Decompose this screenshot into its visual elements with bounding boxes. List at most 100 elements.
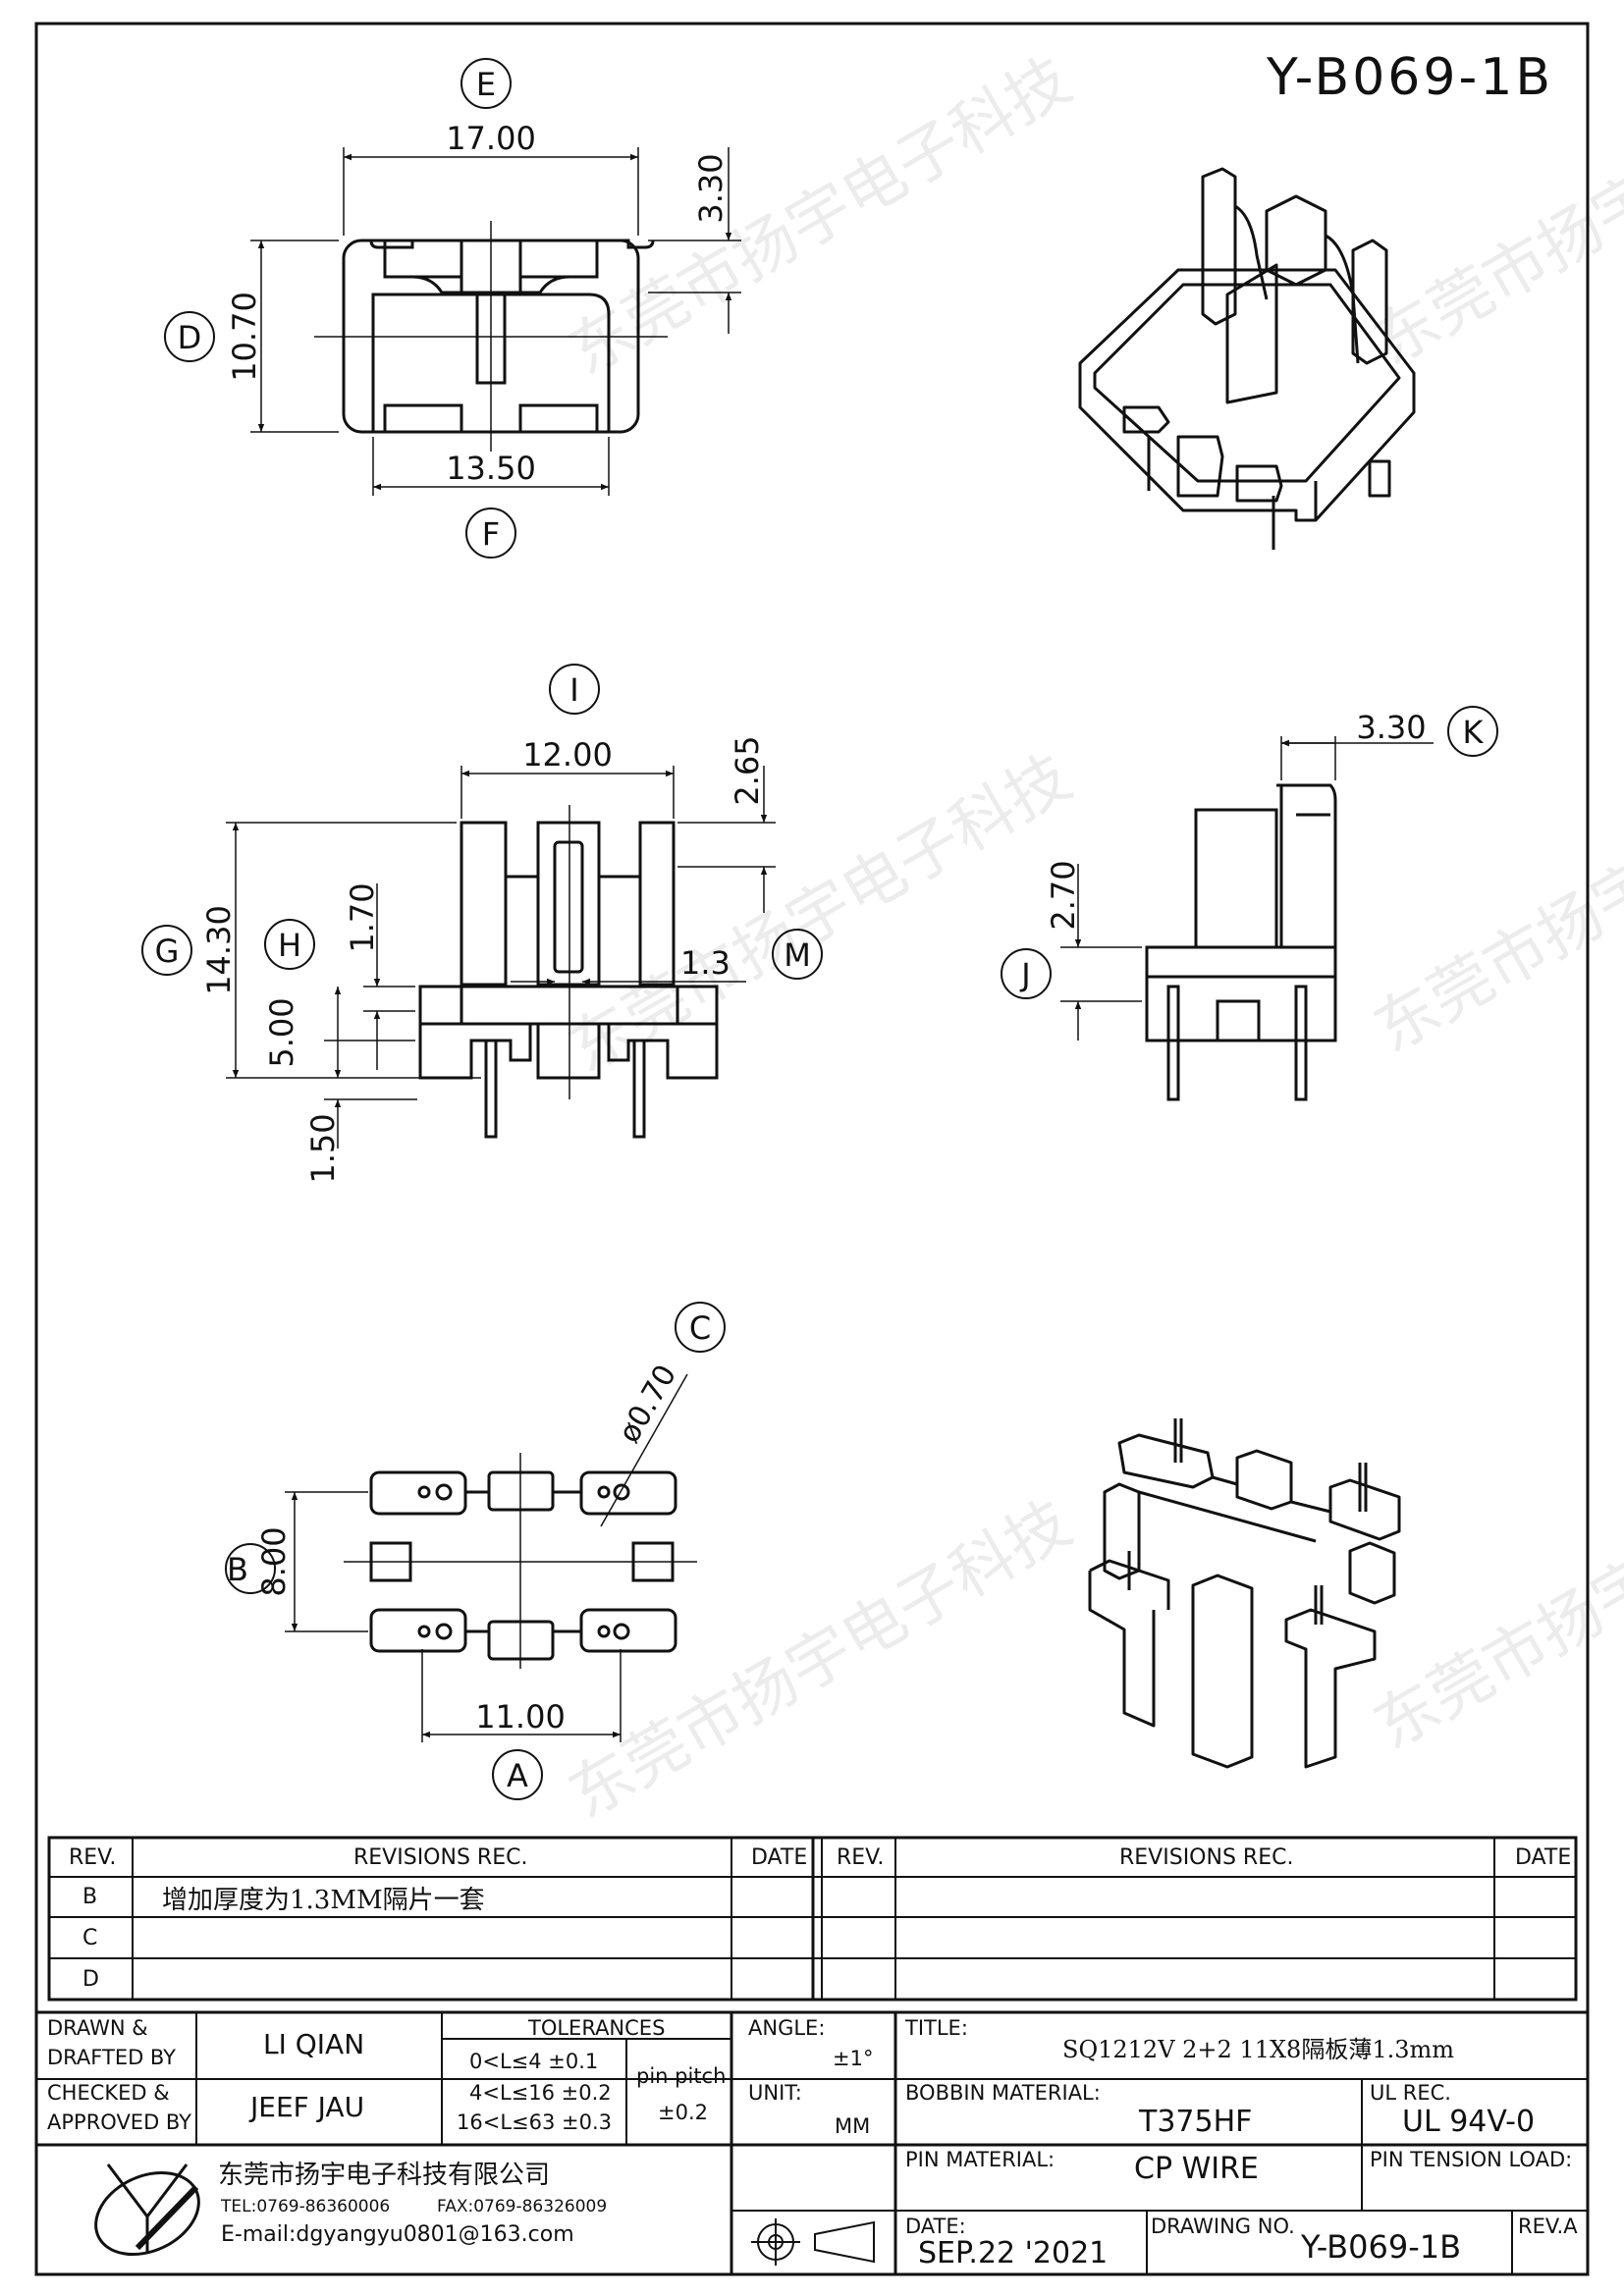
- projection-symbol: [751, 2218, 875, 2266]
- rec-header-right: REVISIONS REC.: [1119, 1845, 1294, 1870]
- pin-material-value: CP WIRE: [1134, 2152, 1259, 2186]
- drawn-by-value: LI QIAN: [263, 2028, 365, 2060]
- drawing-id: Y-B069-1B: [1266, 48, 1553, 107]
- label-f: F: [465, 507, 516, 559]
- dim-front-flange: 2.65: [729, 735, 766, 805]
- svg-text:D: D: [178, 319, 202, 356]
- svg-text:J: J: [1019, 956, 1030, 993]
- angle-label: ANGLE:: [748, 2016, 826, 2040]
- tol-row-2: 4<L≤16 ±0.2: [469, 2081, 612, 2105]
- date-value: SEP.22 '2021: [918, 2236, 1109, 2270]
- sheet-border: [34, 22, 1590, 2276]
- company-email: E-mail:dgyangyu0801@163.com: [221, 2222, 574, 2247]
- rev-header-right: REV.: [837, 1845, 885, 1870]
- approved-label: APPROVED BY: [47, 2110, 192, 2134]
- svg-text:I: I: [569, 671, 578, 709]
- pin-pitch-value: ±0.2: [658, 2101, 708, 2124]
- bottom-view-centerlines: [344, 1453, 697, 1669]
- svg-text:K: K: [1463, 714, 1485, 751]
- dim-side-depth: 3.30: [1356, 709, 1426, 746]
- label-k: K: [1447, 706, 1498, 757]
- tol-row-3: 16<L≤63 ±0.3: [457, 2110, 613, 2134]
- checked-label: CHECKED &: [47, 2081, 170, 2105]
- dim-partition: 1.3: [680, 944, 731, 982]
- ul-label: UL REC.: [1370, 2081, 1451, 2105]
- dim-top-slot: 3.30: [692, 153, 730, 223]
- title-value: SQ1212V 2+2 11X8隔板薄1.3mm: [1062, 2036, 1455, 2063]
- label-m: M: [772, 929, 823, 980]
- unit-value: MM: [835, 2114, 871, 2138]
- label-j: J: [1001, 948, 1052, 999]
- dim-pin-dia: ø0.70: [612, 1360, 683, 1449]
- company-logo: [94, 2163, 200, 2257]
- angle-value: ±1°: [833, 2047, 874, 2070]
- rec-row-b: 增加厚度为1.3MM隔片一套: [162, 1886, 485, 1915]
- revision-table: [47, 1836, 1578, 2002]
- label-i: I: [549, 664, 600, 715]
- rev-row-d: D: [82, 1967, 99, 1992]
- pin-tension-label: PIN TENSION LOAD:: [1370, 2148, 1573, 2171]
- drawn-by-label: DRAWN &: [47, 2016, 148, 2040]
- tolerances-label: TOLERANCES: [528, 2016, 666, 2040]
- svg-text:M: M: [784, 936, 811, 974]
- title-block: [36, 2010, 1588, 2274]
- bobbin-value: T375HF: [1139, 2105, 1253, 2139]
- bottom-view: [369, 1470, 677, 1661]
- drawing-no-value: Y-B069-1B: [1301, 2228, 1462, 2266]
- drawing-no-label: DRAWING NO.: [1151, 2215, 1295, 2238]
- unit-label: UNIT:: [748, 2081, 802, 2105]
- checked-by-value: JEEF JAU: [250, 2091, 365, 2123]
- company-fax: FAX:0769-86326009: [437, 2197, 608, 2216]
- dim-front-base: 5.00: [263, 997, 300, 1067]
- dim-top-height: 10.70: [226, 292, 263, 382]
- label-c: C: [675, 1302, 726, 1353]
- svg-text:G: G: [155, 933, 180, 970]
- svg-text:A: A: [507, 1757, 528, 1794]
- top-view-dims: [250, 147, 741, 496]
- top-view-centerlines: [314, 221, 668, 452]
- front-view: [418, 821, 719, 1139]
- svg-text:B: B: [227, 1551, 248, 1588]
- label-g: G: [141, 925, 192, 976]
- label-h: H: [264, 919, 315, 970]
- dim-top-width: 17.00: [446, 120, 536, 157]
- ul-value: UL 94V-0: [1402, 2105, 1536, 2139]
- bobbin-label: BOBBIN MATERIAL:: [905, 2081, 1101, 2105]
- drafted-by-label: DRAFTED BY: [47, 2046, 177, 2069]
- tol-row-1: 0<L≤4 ±0.1: [469, 2050, 599, 2073]
- svg-text:F: F: [482, 515, 500, 553]
- iso-view-top: [1078, 167, 1416, 550]
- date-header-left: DATE: [751, 1845, 808, 1870]
- pin-material-label: PIN MATERIAL:: [905, 2148, 1056, 2171]
- label-e: E: [460, 58, 512, 109]
- rev-row-c: C: [82, 1926, 98, 1950]
- dim-side-step: 2.70: [1045, 860, 1082, 930]
- side-view-dims: [1060, 736, 1434, 1041]
- company-tel: TEL:0769-86360006: [221, 2197, 391, 2216]
- label-d: D: [164, 311, 215, 362]
- front-view-dims: [226, 766, 776, 1148]
- title-label: TITLE:: [905, 2016, 968, 2040]
- dim-front-height: 14.30: [200, 905, 238, 995]
- dim-top-bottom-width: 13.50: [446, 450, 536, 487]
- dim-front-step: 1.70: [344, 882, 381, 952]
- dim-pin-span: 11.00: [475, 1698, 566, 1735]
- bottom-view-dims: [285, 1373, 688, 1742]
- rev-a-label: REV.A: [1518, 2215, 1578, 2238]
- pin-pitch-label: pin pitch: [636, 2064, 727, 2088]
- label-b: B: [225, 1543, 276, 1594]
- rev-header-left: REV.: [69, 1845, 117, 1870]
- date-label: DATE:: [905, 2215, 966, 2238]
- iso-view-bottom: [1088, 1418, 1401, 1769]
- company-name: 东莞市扬宇电子科技有限公司: [218, 2161, 551, 2190]
- date-header-right: DATE: [1515, 1845, 1572, 1870]
- rev-row-b: B: [82, 1885, 98, 1909]
- rec-header-left: REVISIONS REC.: [353, 1845, 528, 1870]
- label-a: A: [492, 1749, 543, 1800]
- dim-front-standoff: 1.50: [304, 1113, 342, 1183]
- svg-text:C: C: [689, 1309, 711, 1347]
- svg-text:H: H: [278, 927, 301, 964]
- svg-text:E: E: [476, 66, 496, 103]
- dim-front-width: 12.00: [522, 736, 613, 774]
